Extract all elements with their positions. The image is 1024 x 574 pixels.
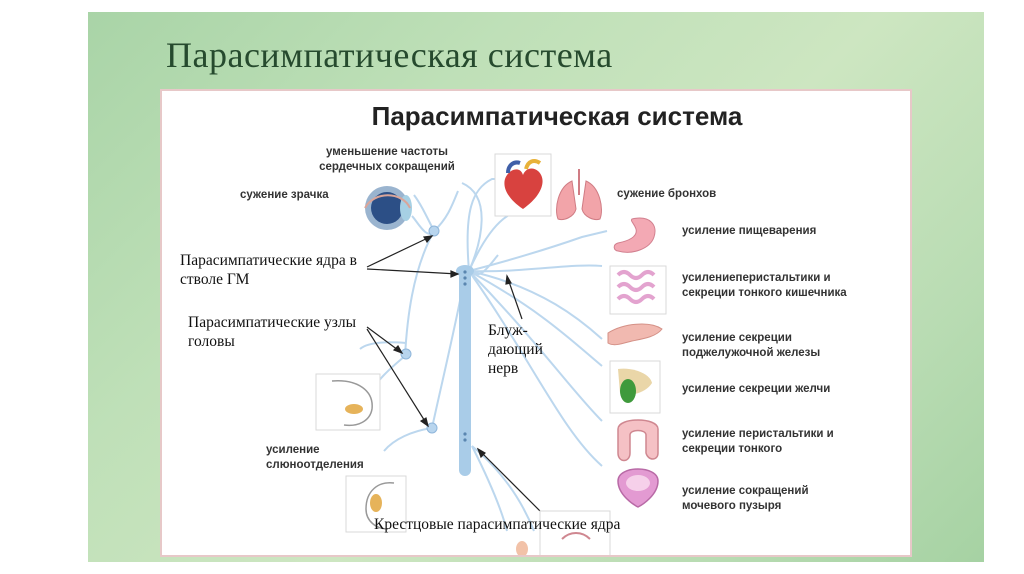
annotation-arrows [366, 235, 543, 514]
label-heart-rate: уменьшение частоты сердечных сокращений [319, 146, 455, 173]
label-bile: усиление секреции желчи [682, 383, 831, 395]
gallbladder-icon [609, 360, 661, 414]
small-intestine-icon [609, 265, 667, 315]
bladder-icon [617, 468, 659, 508]
pelvic-organs-icon [516, 510, 611, 555]
salivary-head-icon [315, 373, 381, 431]
heart-icon [494, 153, 552, 217]
slide-background: Парасимпатическая система [88, 12, 984, 562]
head-ganglia [400, 225, 440, 434]
label-bladder: усиление сокращений мочевого пузыря [682, 485, 809, 512]
label-small-intestine: усилениеперистальтики и секреции тонкого… [682, 272, 847, 299]
label-bronchi: сужение бронхов [617, 188, 717, 200]
salivary-face-icon [345, 475, 407, 533]
annotation-brainstem-nuclei: Парасимпатические ядра в стволе ГМ [180, 252, 357, 288]
diagram-drawing [315, 153, 667, 555]
diagram-figure: Парасимпатическая система уменьшение час… [160, 89, 912, 557]
label-colon: усиление перистальтики и секреции тонког… [682, 428, 834, 455]
colon-icon [617, 419, 659, 462]
label-salivation: усиление слюноотделения [266, 444, 364, 471]
annotation-vagus-nerve: Блуж- дающий нерв [488, 322, 543, 377]
spinal-cord [456, 265, 474, 476]
eye-icon [364, 186, 412, 230]
lungs-icon [556, 169, 602, 220]
label-pancreas: усиление секреции поджелужочной железы [682, 332, 821, 359]
figure-title: Парасимпатическая система [371, 101, 743, 131]
label-pupil: сужение зрачка [240, 189, 329, 201]
label-digestion: усиление пищеварения [682, 225, 817, 237]
nerve-lines [359, 178, 608, 532]
slide-title: Парасимпатическая система [166, 35, 613, 75]
pancreas-icon [607, 323, 663, 346]
stomach-icon [613, 217, 656, 253]
annotation-head-ganglia: Парасимпатические узлы головы [188, 314, 357, 350]
annotation-sacral-nuclei: Крестцовые парасимпатические ядра [374, 516, 621, 533]
